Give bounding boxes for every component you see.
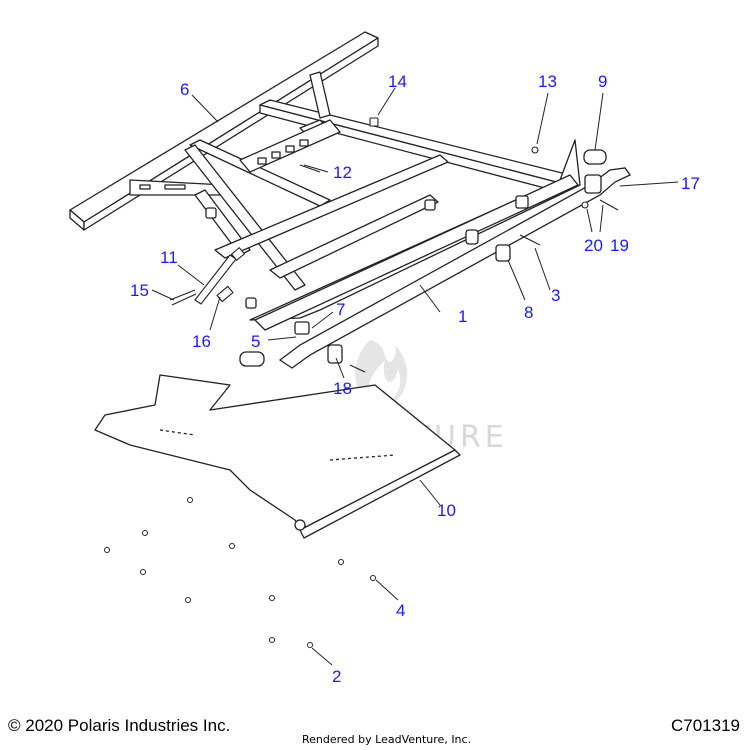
callout-5: 5 <box>251 332 260 351</box>
callout-4: 4 <box>396 601 405 620</box>
callout-9: 9 <box>598 72 607 91</box>
callout-3: 3 <box>551 286 560 305</box>
callout-15: 15 <box>130 281 149 300</box>
hardware <box>169 117 619 373</box>
callout-10: 10 <box>437 501 456 520</box>
leader-lines <box>151 87 679 666</box>
callout-13: 13 <box>538 72 557 91</box>
callout-6: 6 <box>180 80 189 99</box>
stabilizer-bar <box>239 149 631 369</box>
callout-20: 20 <box>584 236 603 255</box>
callout-11: 11 <box>160 248 178 267</box>
callout-2: 2 <box>332 667 341 686</box>
callout-16: 16 <box>192 332 211 351</box>
callout-8: 8 <box>524 303 533 322</box>
copyright-text: © 2020 Polaris Industries Inc. <box>8 716 231 735</box>
callout-14: 14 <box>388 72 407 91</box>
rendered-by-text: Rendered by LeadVenture, Inc. <box>302 733 472 746</box>
rivets <box>104 497 376 648</box>
callout-12: 12 <box>333 163 352 182</box>
callouts: 1 2 3 4 5 6 7 8 9 10 11 12 13 14 15 16 1… <box>130 72 700 686</box>
callout-7: 7 <box>336 300 345 319</box>
skid-plate <box>94 374 461 539</box>
callout-18: 18 <box>333 379 352 398</box>
rear-frame <box>69 31 581 335</box>
callout-1: 1 <box>458 307 467 326</box>
callout-19: 19 <box>610 236 629 255</box>
callout-17: 17 <box>681 174 700 193</box>
part-code: C701319 <box>670 716 740 735</box>
